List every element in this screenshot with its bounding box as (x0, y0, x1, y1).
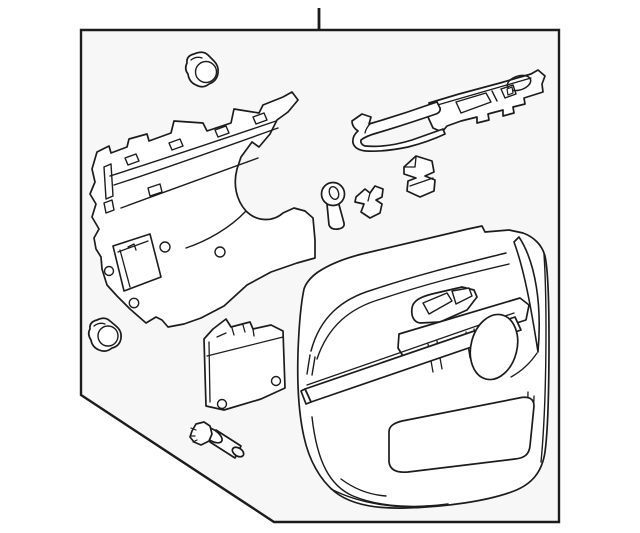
window-frame-arc (514, 237, 539, 352)
push-pin-retainer-lower (89, 318, 121, 351)
pin-eye (328, 185, 341, 200)
clip-head (196, 62, 217, 83)
storage-pocket (389, 397, 534, 472)
water-deflector-panel (90, 92, 315, 327)
rail-hole (148, 184, 162, 196)
pull-cup-oval (464, 309, 525, 384)
deflector-hole (215, 247, 225, 257)
bolt-tip (231, 445, 246, 458)
rail-hole (215, 126, 229, 137)
screw-hole (272, 377, 281, 386)
handle-grip (452, 288, 472, 304)
lock-knob-hole (505, 73, 532, 93)
door-trim-strip (352, 102, 445, 151)
stacked-retaining-clip (404, 156, 435, 197)
rail-hole (169, 139, 183, 150)
flange-bolt (190, 422, 245, 459)
pin-head (322, 183, 345, 206)
deflector-hole (160, 242, 170, 252)
deflector-hole (129, 298, 138, 307)
rail-hole (253, 113, 267, 124)
door-trim-panel (298, 226, 549, 508)
clip-head (98, 326, 118, 346)
bolt-head (190, 422, 212, 445)
screw-hole (218, 400, 227, 409)
eyelet-pin-fastener (322, 183, 345, 230)
handle-cup (423, 293, 452, 314)
pin-shank (327, 201, 344, 229)
switch-opening (456, 93, 491, 113)
rail-hole (104, 200, 114, 213)
retainer-clip-top (186, 52, 218, 87)
deflector-hole (105, 267, 114, 276)
armrest-end-cap (301, 389, 311, 404)
rail-hole (125, 154, 139, 165)
tree-clip (355, 186, 383, 218)
door-module (204, 319, 285, 410)
window-switch-bezel (428, 70, 545, 132)
deflector-cutout (113, 234, 161, 291)
